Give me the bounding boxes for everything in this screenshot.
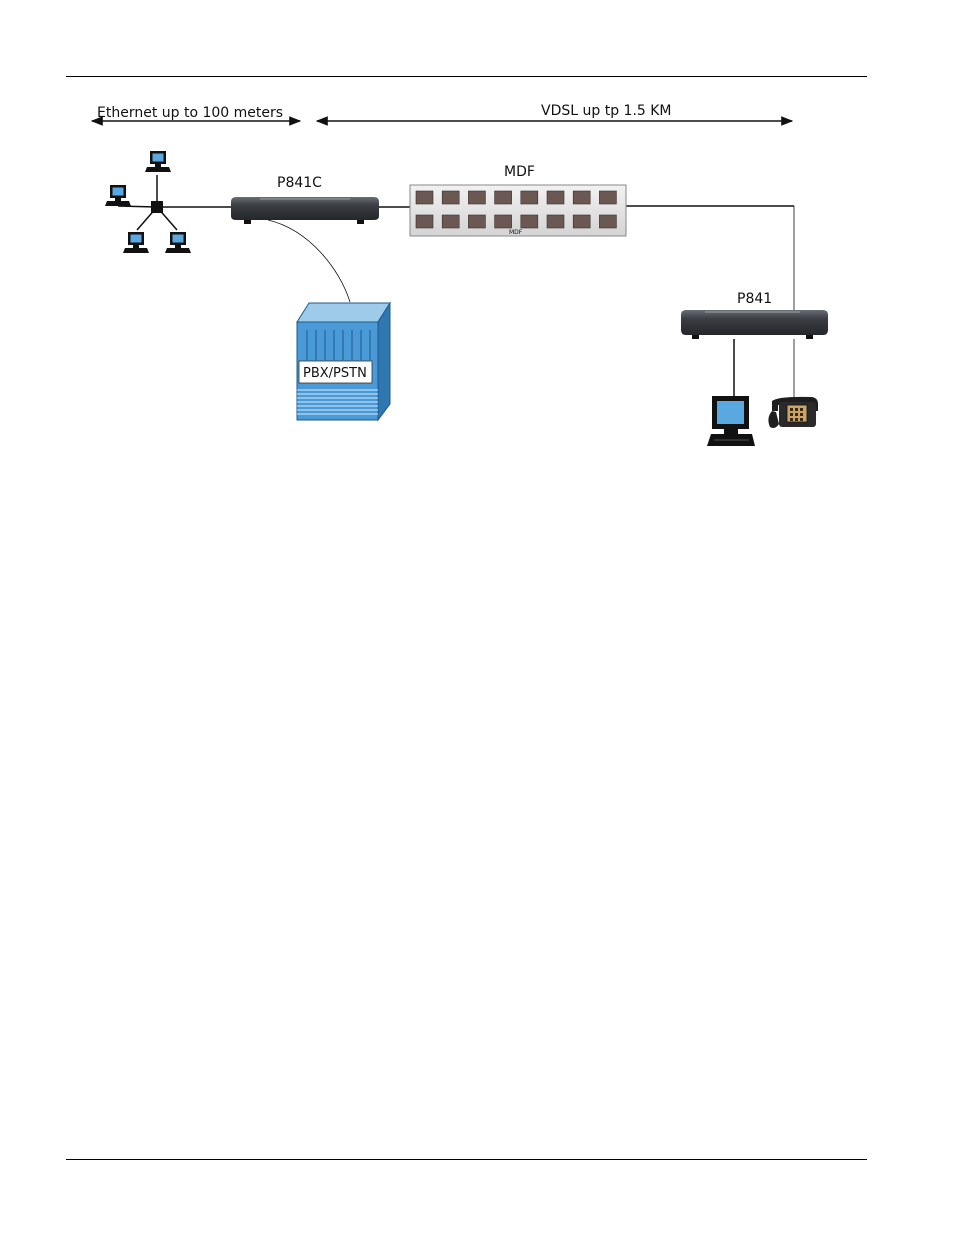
mdf-port: [599, 215, 616, 228]
mdf-port: [468, 215, 485, 228]
mdf-port: [495, 191, 512, 204]
mdf-port: [599, 191, 616, 204]
mdf-port: [573, 215, 590, 228]
lan-hub-icon: [151, 201, 163, 213]
mdf-port: [547, 191, 564, 204]
modem-icon: [681, 310, 828, 335]
pbx-link: [268, 220, 350, 302]
mdf-port: [442, 215, 459, 228]
ethernet-range: Ethernet up to 100 meters: [92, 105, 300, 121]
mdf-port: [442, 191, 459, 204]
mdf-port: [416, 215, 433, 228]
mdf-port: [416, 191, 433, 204]
computer-icon: [165, 232, 191, 253]
mdf-port: [521, 215, 538, 228]
p841-modem: P841: [681, 291, 828, 339]
mdf-panel: MDF MDF: [410, 164, 626, 236]
mdf-port: [521, 191, 538, 204]
modem-icon: [231, 197, 379, 220]
mdf-small-label: MDF: [509, 229, 523, 236]
vdsl-label: VDSL up tp 1.5 KM: [541, 103, 672, 119]
mdf-port: [495, 215, 512, 228]
p841c-label: P841C: [277, 175, 322, 191]
computer-icon: [123, 232, 149, 253]
p841-label: P841: [737, 291, 772, 307]
mdf-port: [468, 191, 485, 204]
computer-icon: [105, 185, 131, 206]
mdf-label: MDF: [504, 164, 535, 180]
mdf-port: [547, 215, 564, 228]
ethernet-label: Ethernet up to 100 meters: [97, 105, 283, 121]
vdsl-range: VDSL up tp 1.5 KM: [317, 103, 792, 121]
p841c-modem: P841C: [231, 175, 379, 224]
pbx-switch: PBX/PSTN: [297, 303, 390, 420]
pbx-label: PBX/PSTN: [303, 366, 367, 381]
remote-computer: [707, 396, 755, 446]
telephone: [768, 397, 818, 428]
computer-icon: [145, 151, 171, 172]
mdf-port: [573, 191, 590, 204]
lan-cluster: [105, 151, 232, 253]
